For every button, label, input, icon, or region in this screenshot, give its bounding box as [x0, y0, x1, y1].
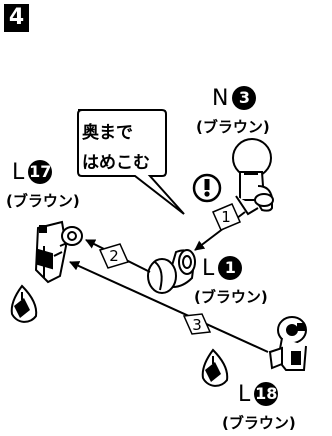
step-box-2: 2 — [98, 243, 130, 269]
svg-text:3: 3 — [192, 316, 202, 334]
part-color-l18: (ブラウン) — [222, 414, 296, 432]
glue-drop-icon — [201, 348, 229, 387]
part-color-l17: (ブラウン) — [6, 192, 80, 210]
part-number-badge: 3 — [232, 86, 257, 110]
part-number-badge: 1 — [218, 256, 243, 280]
part-n3-drawing — [232, 138, 274, 216]
step-number-badge: 4 — [4, 4, 29, 32]
part-color-n3: (ブラウン) — [196, 118, 270, 136]
part-color-l1: (ブラウン) — [194, 288, 268, 306]
part-l1-drawing — [147, 249, 196, 294]
part-l18-drawing — [268, 316, 307, 371]
callout-text: 奥まで はめこむ — [82, 118, 150, 178]
svg-text:1: 1 — [221, 208, 231, 226]
step-box-1: 1 — [212, 203, 241, 231]
callout-bubble — [77, 109, 185, 215]
svg-text:2: 2 — [109, 247, 119, 265]
arrow-step-3 — [69, 261, 269, 353]
glue-drop-icon — [10, 284, 38, 323]
exclamation-icon — [192, 173, 222, 203]
part-number-badge: 18 — [254, 382, 279, 406]
callout-line-2: はめこむ — [82, 153, 150, 173]
callout-line-1: 奥まで — [82, 123, 133, 143]
step-box-3: 3 — [182, 313, 212, 335]
part-l17-drawing — [34, 220, 83, 284]
part-number-badge: 17 — [28, 160, 53, 184]
